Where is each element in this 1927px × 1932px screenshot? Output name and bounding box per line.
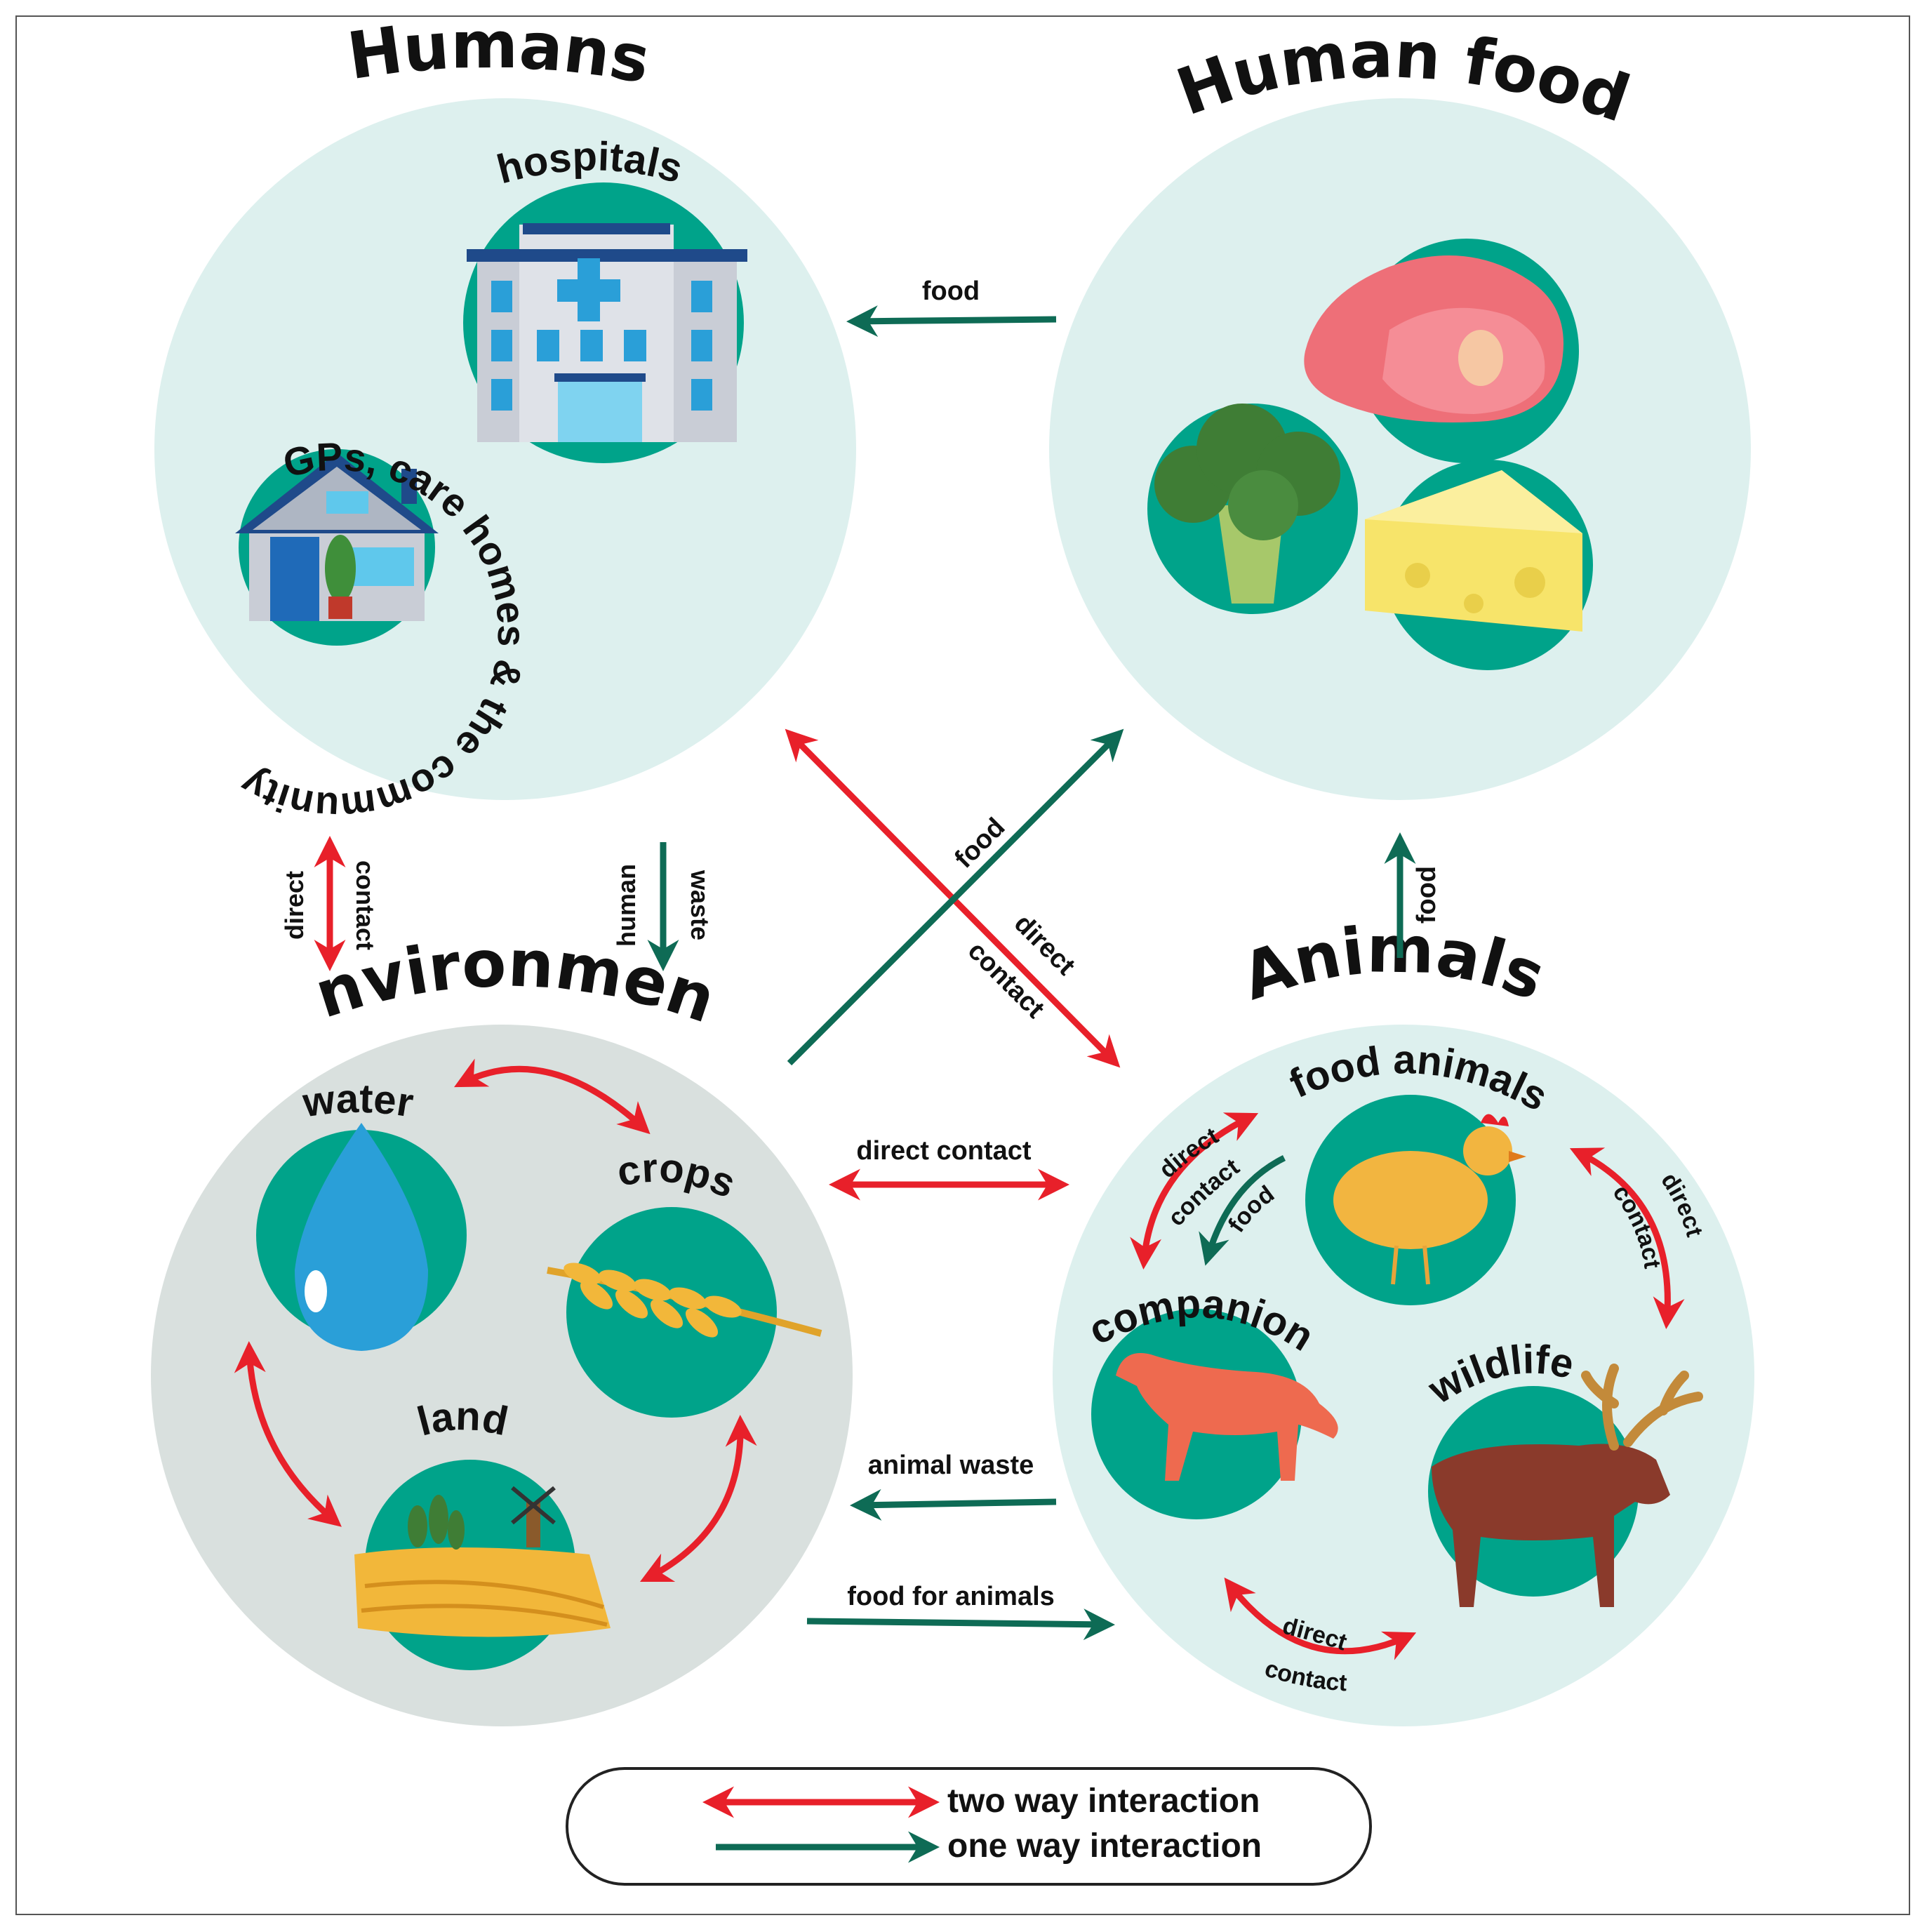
food-for-animals-arrow — [806, 1608, 1115, 1641]
env-to-food-arrow — [787, 728, 1124, 1066]
food-for-animals-label: food for animals — [847, 1582, 1055, 1611]
food-to-companion-arrow — [1199, 1154, 1286, 1266]
human-label: human — [612, 864, 641, 947]
food-label-right: food — [1412, 866, 1441, 924]
moose-icon — [1428, 1364, 1703, 1607]
food-to-humans-arrow — [846, 305, 1057, 338]
direct-label-diagonal: direct — [1008, 909, 1081, 981]
human-food-circle — [1049, 98, 1751, 800]
waste-label: waste — [686, 870, 714, 940]
wheat-icon — [547, 1207, 822, 1418]
animal-waste-label: animal waste — [868, 1451, 1034, 1480]
food-label-top: food — [922, 277, 980, 306]
water-drop-icon — [256, 1123, 467, 1351]
food-label-diagonal: food — [949, 813, 1011, 874]
food-companion-direct-contact-arrow — [1130, 1112, 1259, 1270]
broccoli-icon — [1147, 404, 1358, 614]
direct-contact-label: direct contact — [856, 1136, 1032, 1166]
water-crops-arrow — [454, 1058, 651, 1135]
humans-title: Humans — [343, 8, 655, 98]
legend: two way interaction one way interaction — [566, 1767, 1372, 1886]
animal-waste-arrow — [850, 1488, 1057, 1521]
dog-icon — [1091, 1309, 1338, 1519]
hospital-icon — [463, 182, 747, 463]
contact-label-left: contact — [351, 860, 380, 950]
diagram-frame — [15, 15, 1910, 1915]
legend-one-way-label: one way interaction — [947, 1827, 1262, 1865]
direct-label-left: direct — [280, 871, 309, 940]
legend-two-way-label: two way interaction — [947, 1783, 1260, 1820]
crops-land-arrow — [639, 1415, 757, 1583]
chicken-icon — [1305, 1095, 1526, 1305]
farmland-icon — [354, 1460, 611, 1670]
animals-title: Animals — [1233, 912, 1554, 1015]
food-wildlife-direct-contact-arrow — [1569, 1147, 1685, 1329]
water-land-arrow — [234, 1341, 342, 1527]
house-icon — [235, 449, 439, 646]
companion-wildlife-direct-contact-arrow — [1224, 1577, 1417, 1660]
cheese-icon — [1365, 460, 1593, 670]
meat-icon — [1304, 239, 1579, 463]
